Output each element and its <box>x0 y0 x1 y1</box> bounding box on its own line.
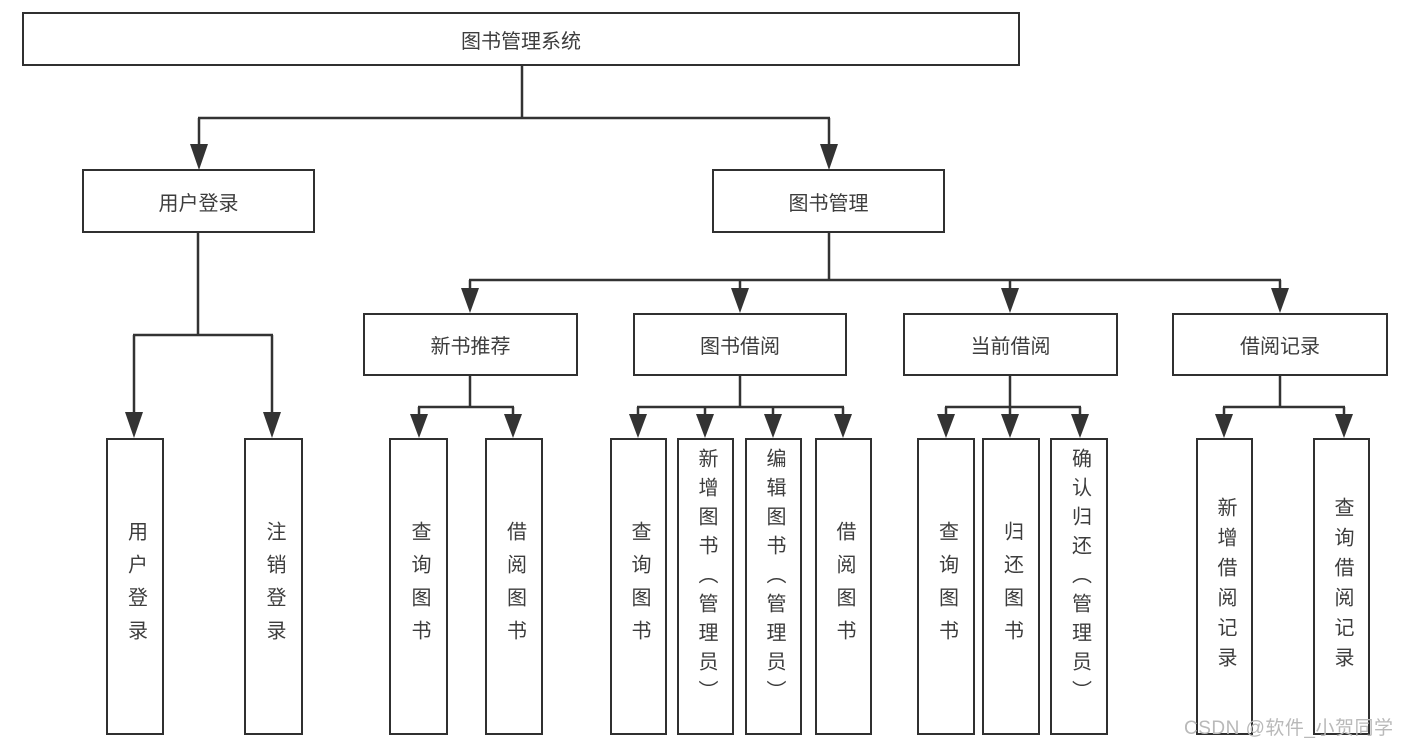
leaf-nb-borrow-books: 借阅图书 <box>485 438 543 735</box>
csdn-watermark: CSDN @软件_小贺同学 <box>1184 718 1394 739</box>
node-book-mgmt: 图书管理 <box>712 169 945 233</box>
arrow-down-icon <box>937 414 955 438</box>
leaf-cb-query-books: 查询图书 <box>917 438 975 735</box>
arrow-down-icon <box>696 414 714 438</box>
leaf-label: 查询图书 <box>408 520 430 653</box>
node-new-books: 新书推荐 <box>363 313 578 376</box>
connector-lines <box>132 65 1346 415</box>
node-user-login: 用户登录 <box>82 169 315 233</box>
node-book-mgmt-label: 图书管理 <box>788 192 869 215</box>
leaf-label: 新增借阅记录 <box>1214 496 1236 677</box>
node-borrow-records: 借阅记录 <box>1172 313 1388 376</box>
node-book-borrow: 图书借阅 <box>633 313 847 376</box>
leaf-bb-borrow-books: 借阅图书 <box>815 438 872 735</box>
node-book-borrow-label: 图书借阅 <box>700 336 780 358</box>
arrow-down-icon <box>1271 288 1289 313</box>
leaf-label: 归还图书 <box>1000 520 1023 653</box>
arrow-down-icon <box>1001 288 1019 313</box>
arrow-down-icon <box>461 288 479 313</box>
leaf-label: 查询图书 <box>935 520 958 653</box>
node-new-books-label: 新书推荐 <box>430 336 511 358</box>
node-root: 图书管理系统 <box>22 12 1020 66</box>
arrow-down-icon <box>125 412 143 438</box>
node-current-borrow-label: 当前借阅 <box>970 336 1051 358</box>
leaf-logout: 注销登录 <box>244 438 303 735</box>
arrow-down-icon <box>1001 414 1019 438</box>
leaf-nb-query-books: 查询图书 <box>389 438 448 735</box>
leaf-label: 确认归还（管理员） <box>1068 448 1091 709</box>
leaf-label: 编辑图书（管理员） <box>763 448 785 709</box>
leaf-label: 注销登录 <box>263 520 285 653</box>
leaf-bb-edit-books-admin: 编辑图书（管理员） <box>745 438 802 735</box>
leaf-label: 借阅图书 <box>503 520 526 653</box>
arrow-down-icon <box>731 288 749 313</box>
leaf-br-query-record: 查询借阅记录 <box>1313 438 1370 735</box>
leaf-bb-query-books: 查询图书 <box>610 438 667 735</box>
leaf-cb-confirm-return-admin: 确认归还（管理员） <box>1050 438 1108 735</box>
node-borrow-records-label: 借阅记录 <box>1240 336 1320 358</box>
leaf-user-login: 用户登录 <box>106 438 164 735</box>
arrow-down-icon <box>764 414 782 438</box>
arrowheads <box>125 144 1353 438</box>
leaf-label: 新增图书（管理员） <box>695 448 717 709</box>
leaf-bb-add-books-admin: 新增图书（管理员） <box>677 438 734 735</box>
arrow-down-icon <box>834 414 852 438</box>
leaf-label: 借阅图书 <box>833 520 855 653</box>
node-user-login-label: 用户登录 <box>158 192 239 215</box>
leaf-br-add-record: 新增借阅记录 <box>1196 438 1253 735</box>
arrow-down-icon <box>190 144 208 170</box>
arrow-down-icon <box>1215 414 1233 438</box>
arrow-down-icon <box>1335 414 1353 438</box>
arrow-down-icon <box>263 412 281 438</box>
node-current-borrow: 当前借阅 <box>903 313 1118 376</box>
leaf-label: 查询借阅记录 <box>1331 496 1353 677</box>
arrow-down-icon <box>629 414 647 438</box>
leaf-label: 用户登录 <box>124 520 147 653</box>
node-root-label: 图书管理系统 <box>461 30 581 53</box>
arrow-down-icon <box>820 144 838 170</box>
arrow-down-icon <box>1071 414 1089 438</box>
arrow-down-icon <box>504 414 522 438</box>
arrow-down-icon <box>410 414 428 438</box>
leaf-cb-return-books: 归还图书 <box>982 438 1040 735</box>
leaf-label: 查询图书 <box>628 520 650 653</box>
